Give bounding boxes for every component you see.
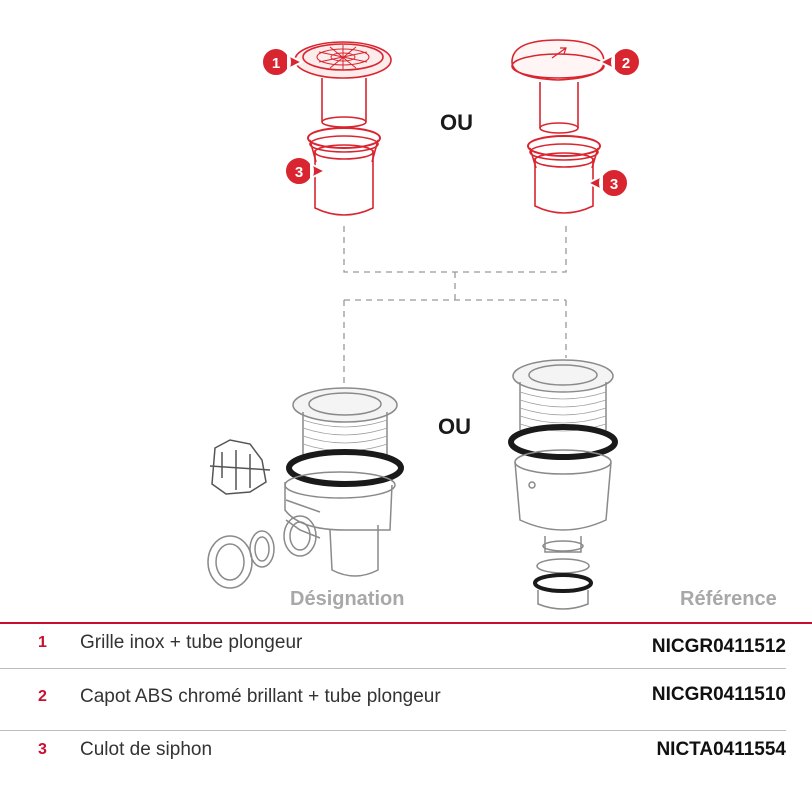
cap-assembly (511, 39, 605, 214)
exploded-view-diagram: 1 2 3 3 (207, 39, 642, 610)
dashed-connectors (343, 226, 567, 392)
row-number: 2 (38, 688, 47, 705)
reference-header: Référence (680, 588, 777, 610)
row-number: 3 (38, 741, 47, 758)
table-row: 3 Culot de siphon NICTA0411554 (0, 737, 812, 767)
table-row: 2 Capot ABS chromé brillant + tube plong… (0, 682, 812, 712)
or-label-bottom: OU (438, 414, 471, 439)
row-description: Culot de siphon (80, 739, 213, 760)
row-number: 1 (38, 634, 47, 651)
row-reference: NICGR0411510 (651, 684, 786, 705)
row-description: Capot ABS chromé brillant + tube plongeu… (80, 686, 441, 707)
callout-3-left-label: 3 (295, 164, 303, 181)
row-divider (0, 730, 786, 731)
vertical-siphon-body (508, 359, 618, 610)
designation-header: Désignation (290, 588, 405, 610)
callout-2-icon: 2 (597, 47, 642, 77)
callout-1-label: 1 (272, 55, 280, 72)
row-description: Grille inox + tube plongeur (80, 632, 303, 653)
callout-1-icon: 1 (260, 47, 305, 77)
callout-3-right-label: 3 (610, 176, 618, 193)
row-reference: NICGR0411512 (651, 636, 786, 657)
or-label-top: OU (440, 110, 473, 135)
callout-3-left-icon: 3 (283, 156, 328, 186)
row-divider (0, 668, 786, 669)
table-top-divider (0, 622, 812, 624)
callout-2-label: 2 (622, 55, 630, 72)
grille-assembly (294, 41, 392, 216)
angled-siphon-body (207, 387, 404, 589)
row-reference: NICTA0411554 (656, 739, 786, 760)
callout-3-right-icon: 3 (585, 168, 630, 198)
table-row: 1 Grille inox + tube plongeur NICGR04115… (0, 630, 812, 660)
